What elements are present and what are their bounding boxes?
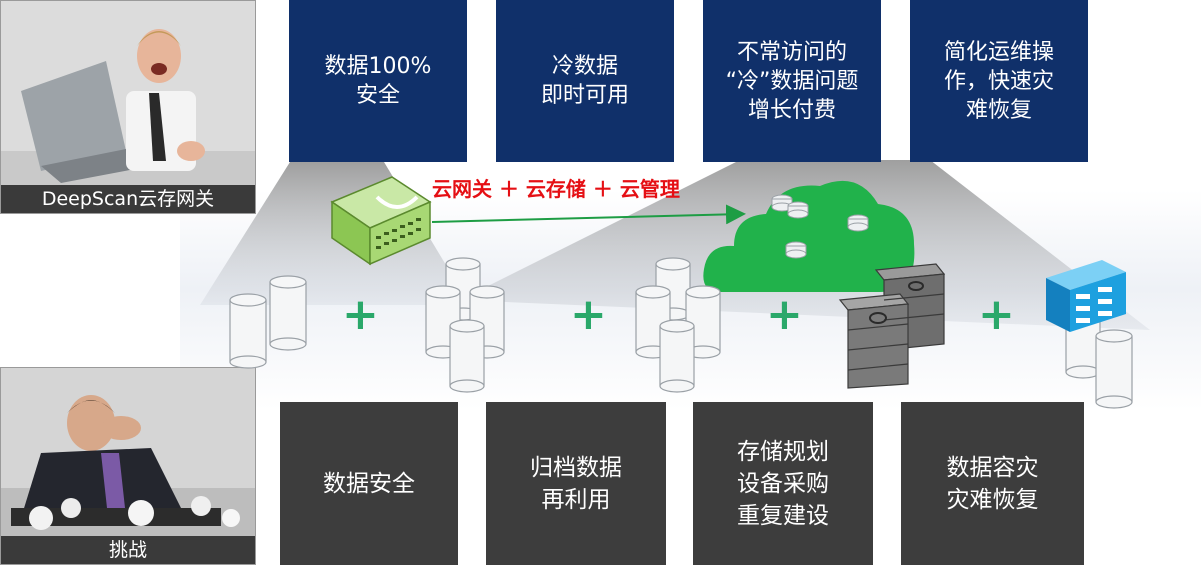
bottom-photo-caption: 挑战 [1, 536, 255, 564]
benefit-text-1: 数据100% 安全 [324, 54, 432, 108]
plus-icon-2: + [570, 289, 607, 340]
challenge-box-3: 存储规划 设备采购 重复建设 [693, 402, 873, 565]
top-photo-caption: DeepScan云存网关 [1, 185, 255, 213]
benefit-box-3: 不常访问的 “冷”数据问题 增长付费 [703, 0, 881, 162]
challenge-box-1: 数据安全 [280, 402, 458, 565]
happy-user-image [1, 1, 255, 213]
challenge-text-4: 数据容灾 灾难恢复 [946, 454, 1039, 513]
challenge-text-2: 归档数据 再利用 [530, 454, 622, 513]
plus-icon-1: + [342, 289, 379, 340]
benefit-box-1: 数据100% 安全 [289, 0, 467, 162]
benefit-text-4: 简化运维操 作，快速灾 难恢复 [943, 39, 1054, 123]
cloud-storage-icon [703, 180, 915, 292]
challenge-text-1: 数据安全 [323, 470, 415, 497]
benefit-text-3: 不常访问的 “冷”数据问题 增长付费 [725, 39, 859, 123]
photo-stressed-user: 挑战 [0, 367, 256, 565]
database-stack-icon [635, 257, 721, 393]
challenge-box-4: 数据容灾 灾难恢复 [901, 402, 1084, 565]
plus-icon-3: + [766, 289, 803, 340]
database-stack-icon [425, 257, 505, 393]
photo-happy-user: DeepScan云存网关 [0, 0, 256, 214]
server-rack-icon [838, 263, 946, 389]
gateway-appliance-icon [330, 176, 432, 266]
benefit-box-4: 简化运维操 作，快速灾 难恢复 [910, 0, 1088, 162]
challenge-box-2: 归档数据 再利用 [486, 402, 666, 565]
gateway-storage-management-label: 云网关 ＋ 云存储 ＋ 云管理 [432, 177, 680, 201]
challenge-text-3: 存储规划 设备采购 重复建设 [737, 438, 829, 529]
benefit-box-2: 冷数据 即时可用 [496, 0, 674, 162]
building-icon [1046, 260, 1133, 409]
benefit-text-2: 冷数据 即时可用 [540, 54, 629, 108]
database-stack-icon [229, 275, 307, 369]
plus-icon-4: + [978, 289, 1015, 340]
gateway-to-cloud-arrow [431, 204, 746, 225]
